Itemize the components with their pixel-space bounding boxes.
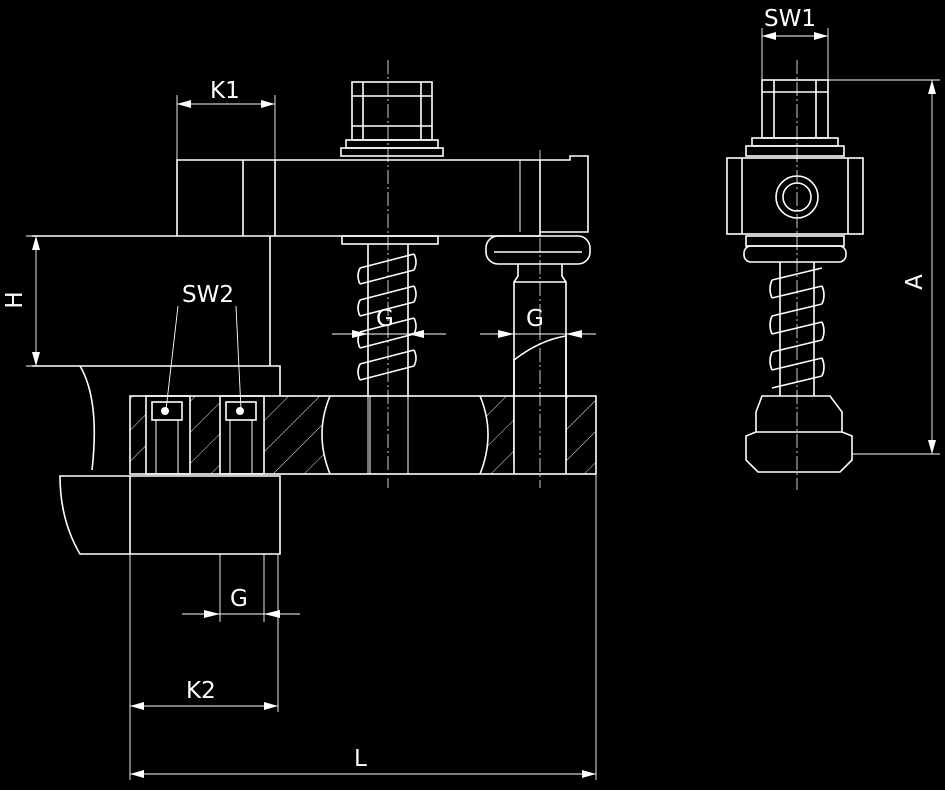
label-sw1: SW1: [764, 6, 816, 32]
label-a: A: [902, 274, 928, 290]
label-k2: K2: [186, 678, 216, 704]
hex-nut: [340, 81, 444, 157]
label-sw2: SW2: [182, 282, 234, 308]
label-g-pin: G: [526, 306, 544, 332]
dimensions-side: SW1 A: [761, 6, 940, 455]
label-l: L: [354, 746, 367, 772]
front-view: [32, 60, 597, 555]
label-h: H: [2, 291, 28, 308]
base-plate: [129, 395, 597, 475]
side-view: [726, 60, 864, 490]
label-g-bottom: G: [230, 586, 248, 612]
lower-washer: [341, 235, 439, 245]
t-slot-body: [59, 475, 281, 555]
label-g-stud: G: [376, 306, 394, 332]
clamp-arm: [176, 155, 589, 237]
dimensions-front: K1 H SW2 G G G K2: [2, 78, 597, 780]
label-k1: K1: [210, 78, 240, 104]
